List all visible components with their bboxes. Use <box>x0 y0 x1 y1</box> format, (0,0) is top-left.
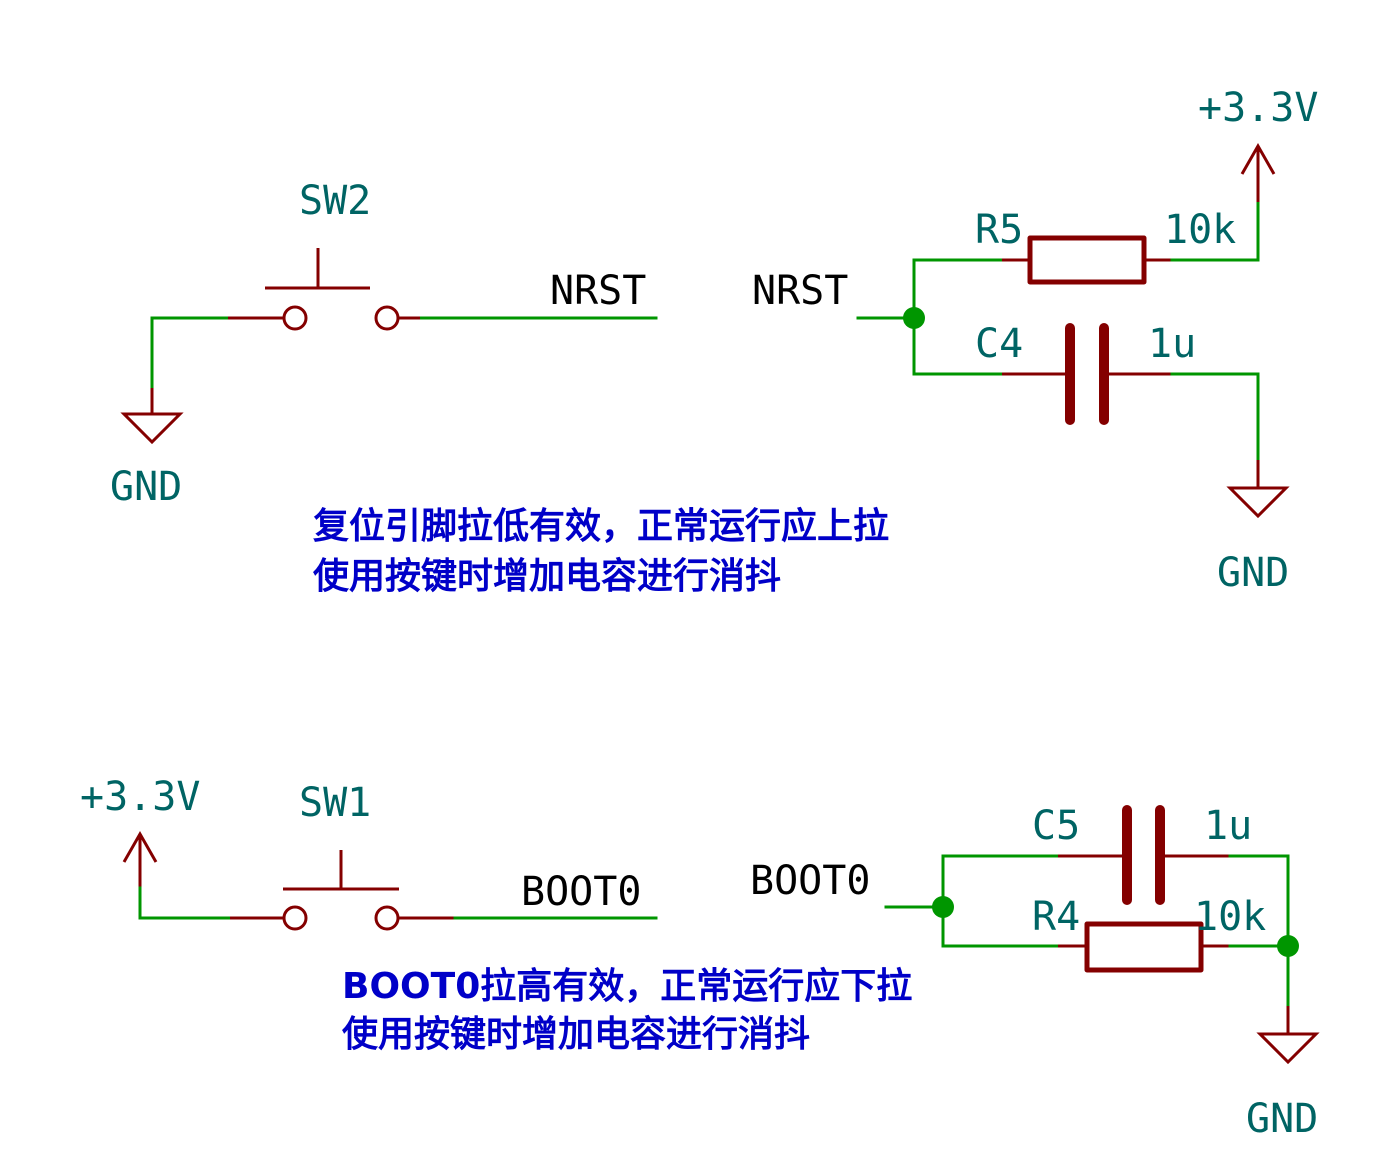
power-arrow-icon <box>1240 142 1276 175</box>
reset-note-line-2: 使用按键时增加电容进行消抖 <box>313 556 781 597</box>
power-arrow-icon <box>122 830 158 863</box>
boot-note: BOOT0拉高有效，正常运行应下拉 使用按键时增加电容进行消抖 <box>342 966 912 1055</box>
boot-note-line-2: 使用按键时增加电容进行消抖 <box>342 1014 810 1055</box>
wire-c5-right <box>1228 854 1290 948</box>
nrst-rc-group: NRST R5 10k C4 1u <box>752 200 1260 462</box>
r5-resistor-body <box>1027 235 1147 285</box>
boot0-rc-net-label: BOOT0 <box>750 858 870 904</box>
sw1-switch-group: SW1 BOOT0 <box>138 780 658 931</box>
gnd-label-rc-top: GND <box>1217 550 1289 596</box>
sw2-contact-left <box>282 305 308 331</box>
wire-c4-to-gnd <box>1170 372 1260 462</box>
c4-ref-label: C4 <box>975 321 1023 367</box>
sw1-contact-right <box>374 905 400 931</box>
junction-dot <box>932 896 954 918</box>
gnd-symbol-sw2: GND <box>110 388 184 510</box>
sw1-net-label: BOOT0 <box>521 869 641 915</box>
sw1-ref-label: SW1 <box>299 780 371 826</box>
r5-ref-label: R5 <box>975 207 1023 253</box>
power-label-bottom: +3.3V <box>80 774 200 820</box>
reset-note: 复位引脚拉低有效，正常运行应上拉 使用按键时增加电容进行消抖 <box>313 506 889 597</box>
junction-dot <box>903 307 925 329</box>
power-symbol-3v3-bottom: +3.3V <box>80 774 200 888</box>
sw2-contact-right <box>374 305 400 331</box>
reset-note-line-1: 复位引脚拉低有效，正常运行应上拉 <box>313 506 889 547</box>
wire-r5-to-3v3 <box>1170 200 1260 262</box>
r4-value-label: 10k <box>1194 894 1266 940</box>
r4-resistor-body <box>1084 921 1204 973</box>
nrst-rc-net-label: NRST <box>752 268 848 314</box>
power-label-top: +3.3V <box>1198 85 1318 131</box>
sw2-ref-label: SW2 <box>299 178 371 224</box>
wire-gnd-to-sw2 <box>150 316 230 390</box>
c5-value-label: 1u <box>1204 803 1252 849</box>
sw2-net-label: NRST <box>550 268 646 314</box>
power-symbol-3v3-top: +3.3V <box>1198 85 1318 202</box>
c5-ref-label: C5 <box>1032 803 1080 849</box>
c4-value-label: 1u <box>1148 321 1196 367</box>
gnd-symbol-rc-top: GND <box>1217 460 1290 596</box>
sw2-switch-group: SW2 NRST <box>150 178 658 390</box>
r5-value-label: 10k <box>1164 207 1236 253</box>
gnd-label-rc-bottom: GND <box>1246 1096 1318 1142</box>
gnd-symbol-rc-bottom: GND <box>1246 1006 1320 1142</box>
gnd-label-sw2: GND <box>110 464 182 510</box>
ground-icon <box>120 412 184 445</box>
boot0-rc-group: BOOT0 C5 1u R4 10k <box>750 803 1299 1008</box>
ground-icon <box>1256 1032 1320 1065</box>
wire-3v3-to-sw1 <box>138 886 232 920</box>
sw1-contact-left <box>282 905 308 931</box>
ground-icon <box>1226 486 1290 519</box>
r4-ref-label: R4 <box>1032 894 1080 940</box>
boot-note-line-1: BOOT0拉高有效，正常运行应下拉 <box>342 966 912 1007</box>
